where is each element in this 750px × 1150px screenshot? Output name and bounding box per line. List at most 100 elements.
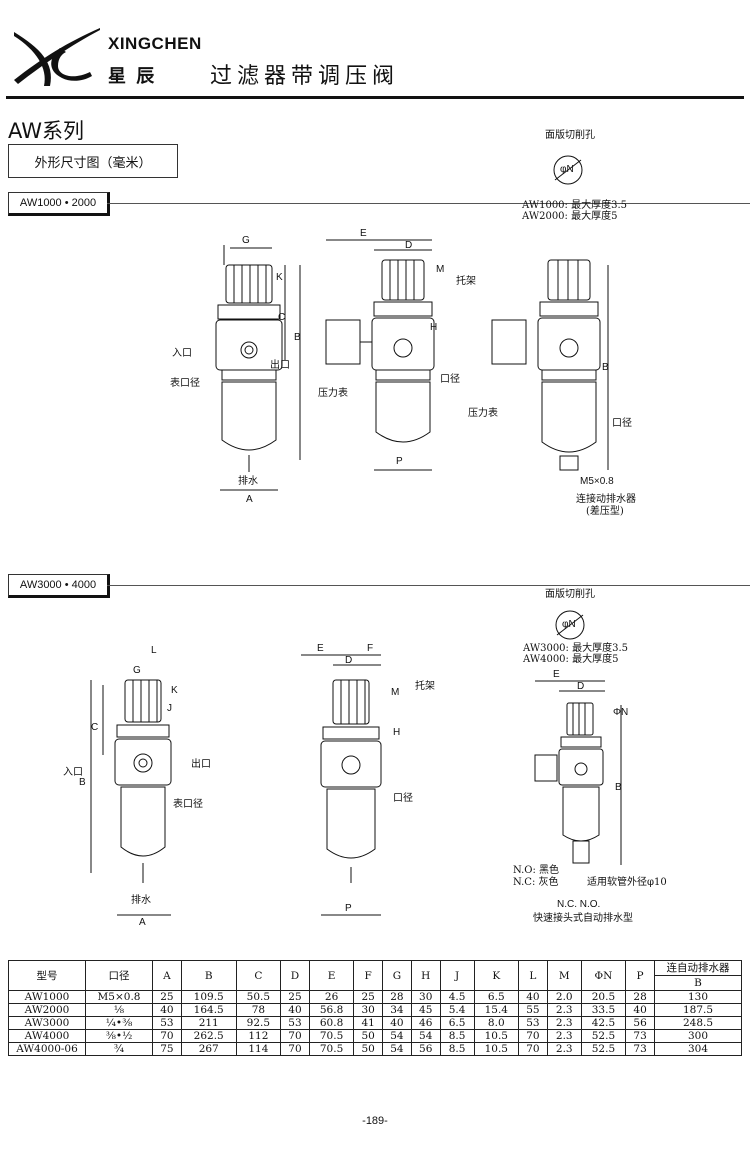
label-drain-2: 排水	[131, 893, 151, 906]
dim-c-2: C	[91, 722, 98, 733]
dim-p-2: P	[345, 903, 352, 914]
table-cell: 25	[280, 990, 310, 1004]
table-cell: AW4000	[8, 1029, 86, 1043]
label-port-2: 口径	[393, 791, 413, 804]
table-cell: AW1000	[8, 990, 86, 1004]
label-bracket-1: 托架	[456, 274, 476, 287]
page-number: -189-	[362, 1115, 388, 1127]
table-cell: 267	[180, 1042, 237, 1056]
dim-f-2: F	[367, 643, 373, 654]
table-cell: 56	[410, 1042, 441, 1056]
table-cell: 70	[518, 1029, 548, 1043]
dim-l-2: L	[151, 645, 157, 656]
dim-g-1: G	[242, 235, 250, 246]
dim-b-3: B	[615, 782, 622, 793]
col-d: D	[280, 960, 310, 991]
label-quick-drain: 快速接头式自动排水型	[533, 911, 633, 924]
dim-e-3: E	[553, 669, 560, 680]
panel-icon-label-2: φN	[562, 619, 576, 630]
table-cell: 56	[625, 1016, 655, 1030]
col-n: ΦN	[580, 960, 627, 991]
table-cell: 28	[625, 990, 655, 1004]
table-cell: ¼•⅜	[85, 1016, 153, 1030]
table-cell: 54	[382, 1029, 412, 1043]
col-g: G	[382, 960, 412, 991]
header-divider	[6, 96, 744, 99]
table-cell: 73	[625, 1029, 655, 1043]
col-b: B	[180, 960, 237, 991]
table-cell: 2.0	[546, 990, 582, 1004]
table-cell: 53	[152, 1016, 182, 1030]
table-cell: 262.5	[180, 1029, 237, 1043]
table-cell: 26	[308, 990, 355, 1004]
table-cell: 10.5	[473, 1042, 520, 1056]
brand-name-cn: 星 辰	[108, 66, 157, 87]
table-cell: 20.5	[580, 990, 627, 1004]
table-cell: 56.8	[308, 1003, 355, 1017]
table-cell: 40	[625, 1003, 655, 1017]
dim-a-2: A	[139, 917, 146, 928]
table-cell: 50	[353, 1029, 384, 1043]
panel-title-1: 面版切削孔	[545, 128, 595, 141]
label-outlet-2: 出口	[191, 757, 211, 770]
dim-k-2: K	[171, 685, 178, 696]
label-gauge-port-2: 表口径	[173, 797, 203, 810]
dim-d-2: D	[345, 655, 352, 666]
brand-name-en: XINGCHEN	[108, 34, 202, 53]
label-outlet-1: 出口	[270, 358, 290, 371]
dim-e-1: E	[360, 228, 367, 239]
table-cell: 6.5	[473, 990, 520, 1004]
dim-b-2: B	[79, 777, 86, 788]
spec-table: 型号 口径 A B C D E F G H J K L M ΦN P 连自动排水…	[8, 960, 742, 1056]
model-tab-aw1000-2000: AW1000 • 2000	[8, 192, 750, 216]
table-cell: 8.5	[439, 1042, 475, 1056]
label-tube: 适用软管外径φ10	[587, 875, 667, 888]
table-cell: 42.5	[580, 1016, 627, 1030]
dim-d-3: D	[577, 681, 584, 692]
dim-m-1: M	[436, 264, 444, 275]
col-auto-drain-b: B	[654, 975, 742, 991]
table-cell: 5.4	[439, 1003, 475, 1017]
panel-note-aw2000: AW2000: 最大厚度5	[521, 209, 617, 222]
col-c: C	[235, 960, 282, 991]
table-cell: 15.4	[473, 1003, 520, 1017]
panel-note-aw3000: AW3000: 最大厚度3.5	[522, 641, 628, 654]
col-f: F	[353, 960, 384, 991]
table-cell: 50	[353, 1042, 384, 1056]
table-cell: 28	[382, 990, 412, 1004]
panel-note-aw1000: AW1000: 最大厚度3.5	[521, 198, 627, 211]
table-cell: ¾	[85, 1042, 153, 1056]
label-nc-no: N.C. N.O.	[557, 899, 600, 910]
table-cell: 70	[518, 1042, 548, 1056]
dim-n-3: ΦN	[613, 707, 628, 718]
table-cell: 130	[654, 990, 742, 1004]
table-cell: 75	[152, 1042, 182, 1056]
dimension-label: 外形尺寸图（毫米）	[8, 144, 178, 178]
label-bracket-2: 托架	[415, 679, 435, 692]
col-m: M	[546, 960, 582, 991]
table-cell: 54	[382, 1042, 412, 1056]
label-auto-drain-type: (差压型)	[586, 504, 624, 517]
table-cell: 40	[152, 1003, 182, 1017]
table-cell: 25	[353, 990, 384, 1004]
table-cell: 54	[410, 1029, 441, 1043]
dim-h-1: H	[430, 322, 437, 333]
table-cell: 70	[280, 1042, 310, 1056]
table-cell: 34	[382, 1003, 412, 1017]
col-e: E	[308, 960, 355, 991]
label-no: N.O: 黑色	[513, 863, 559, 876]
table-cell: ⅜•½	[85, 1029, 153, 1043]
label-inlet-1: 入口	[172, 348, 192, 359]
table-cell: 53	[280, 1016, 310, 1030]
brand-logo-icon	[14, 28, 100, 86]
dim-a-1: A	[246, 494, 253, 505]
panel-note-aw4000: AW4000: 最大厚度5	[522, 652, 618, 665]
table-cell: 52.5	[580, 1029, 627, 1043]
product-title: 过滤器带调压阀	[210, 64, 400, 89]
series-title: AW系列	[8, 119, 84, 143]
table-cell: 70	[152, 1029, 182, 1043]
dim-c-1: C	[278, 312, 285, 323]
